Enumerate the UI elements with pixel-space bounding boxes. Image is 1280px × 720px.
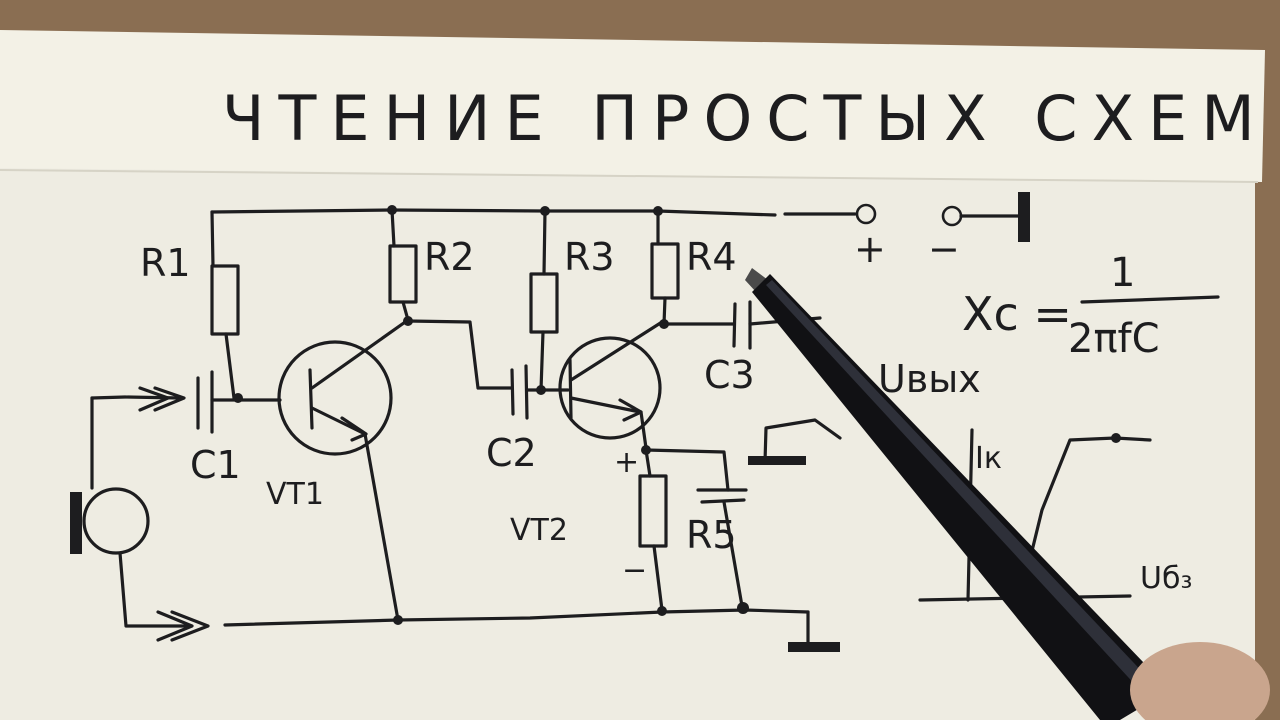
label-plus-terminal: + xyxy=(854,227,886,271)
vt1-base-bar xyxy=(308,368,314,430)
source-bar xyxy=(70,492,82,554)
input-arrow-bottom-2 xyxy=(156,610,194,642)
formula-fraction-bar xyxy=(1080,295,1220,304)
pen-highlight xyxy=(766,280,1150,690)
vt2-body xyxy=(558,336,662,440)
ground-rail xyxy=(223,608,810,627)
transfer-graph: Iк Uб₃ xyxy=(918,428,1193,602)
graph-x-label: Uб₃ xyxy=(1140,561,1193,596)
graph-y-label: Iк xyxy=(975,441,1002,476)
label-u-out: Uвых xyxy=(878,357,981,401)
vt2-emitter xyxy=(569,396,642,414)
emitter-to-ce xyxy=(644,448,730,492)
r1-lead-bottom xyxy=(224,332,236,400)
pen xyxy=(745,268,1270,720)
r5-lead-bottom xyxy=(652,544,664,612)
paper-sheet xyxy=(0,168,1255,720)
output-ground-bar xyxy=(748,456,806,465)
graph-curve xyxy=(1018,436,1152,602)
formula-denominator: 2πfC xyxy=(1068,316,1160,362)
ce-to-ground xyxy=(722,500,744,608)
source-circle xyxy=(82,487,150,555)
r5-lead-top xyxy=(644,448,652,478)
reactance-formula: Xc = 1 2πfC xyxy=(962,250,1220,362)
schematic xyxy=(70,192,1030,652)
title-strip xyxy=(0,30,1265,182)
label-vt2: VT2 xyxy=(510,513,568,548)
source-lead-bottom xyxy=(118,551,192,628)
r3-lead-bottom xyxy=(539,330,545,392)
page-title: ЧТЕНИЕ ПРОСТЫХ СХЕМ xyxy=(222,82,1269,155)
ground-symbol xyxy=(788,642,840,652)
finger xyxy=(1130,642,1270,720)
input-wire-top xyxy=(90,395,182,400)
vt1-to-c2 xyxy=(406,319,514,390)
input-arrow-top xyxy=(153,386,186,412)
label-minus-emitter: − xyxy=(622,553,647,588)
vt2-collector xyxy=(569,320,664,382)
c2-plate-left xyxy=(510,368,515,416)
r1-lead-top xyxy=(210,210,215,268)
plus-terminal xyxy=(855,203,877,225)
node-vt1-ground xyxy=(393,615,403,625)
c2-plate-right xyxy=(524,364,529,420)
r2-lead-top xyxy=(390,208,396,248)
label-c3: C3 xyxy=(704,353,755,397)
graph-point xyxy=(1111,433,1121,443)
label-plus-emitter: + xyxy=(614,445,639,480)
r3-lead-top xyxy=(542,209,547,276)
pen-tip xyxy=(745,268,768,292)
vt1-collector xyxy=(310,318,410,390)
node-ce-ground xyxy=(737,602,749,614)
label-r2: R2 xyxy=(424,235,475,279)
paper-edge xyxy=(0,169,1259,183)
output-ground-wire xyxy=(763,418,842,464)
vt1-body xyxy=(277,340,393,456)
vt1-emitter-to-ground xyxy=(363,432,400,622)
formula-lhs: Xc = xyxy=(962,287,1072,341)
c3-plate-left xyxy=(732,302,737,348)
vt2-emitter-lead xyxy=(639,410,648,450)
label-r3: R3 xyxy=(564,235,615,279)
node-r5-ground xyxy=(657,606,667,616)
input-arrow-bottom xyxy=(170,610,210,642)
vt2-base-bar xyxy=(568,358,573,420)
label-r4: R4 xyxy=(686,235,737,279)
label-r1: R1 xyxy=(140,241,191,285)
input-arrow-top-2 xyxy=(138,386,170,412)
vt1-emitter xyxy=(310,406,367,436)
formula-numerator: 1 xyxy=(1110,250,1135,296)
label-r5: R5 xyxy=(686,513,737,557)
node-c1 xyxy=(233,393,243,403)
label-minus-terminal: − xyxy=(928,227,960,271)
label-vt1: VT1 xyxy=(266,477,324,512)
ground-bar xyxy=(1018,192,1030,242)
label-c2: C2 xyxy=(486,431,537,475)
label-c1: C1 xyxy=(190,443,241,487)
